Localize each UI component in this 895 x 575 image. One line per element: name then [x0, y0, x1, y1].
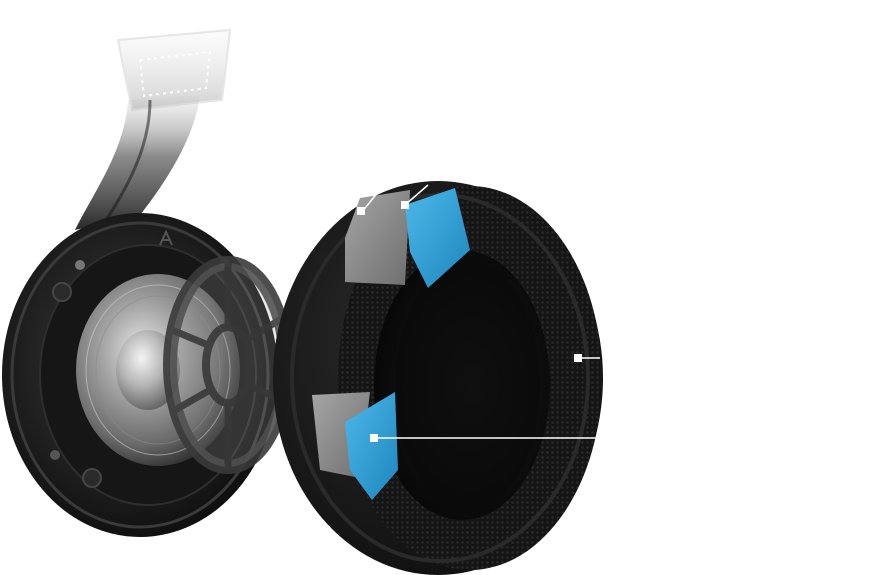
brand-logo-icon [159, 229, 173, 246]
driver-grille [163, 256, 293, 474]
callout-blue-foam-bottom [370, 434, 600, 442]
screw-icon [50, 450, 60, 460]
callout-markers [357, 184, 600, 442]
screw-icon [75, 260, 85, 270]
callout-gray-foam [357, 191, 379, 215]
headband-arm [75, 95, 200, 230]
headband-slider [116, 28, 232, 112]
callout-cushion-fabric [574, 354, 600, 362]
callout-blue-foam-top [401, 184, 429, 209]
foam-layers-bottom [312, 392, 398, 500]
